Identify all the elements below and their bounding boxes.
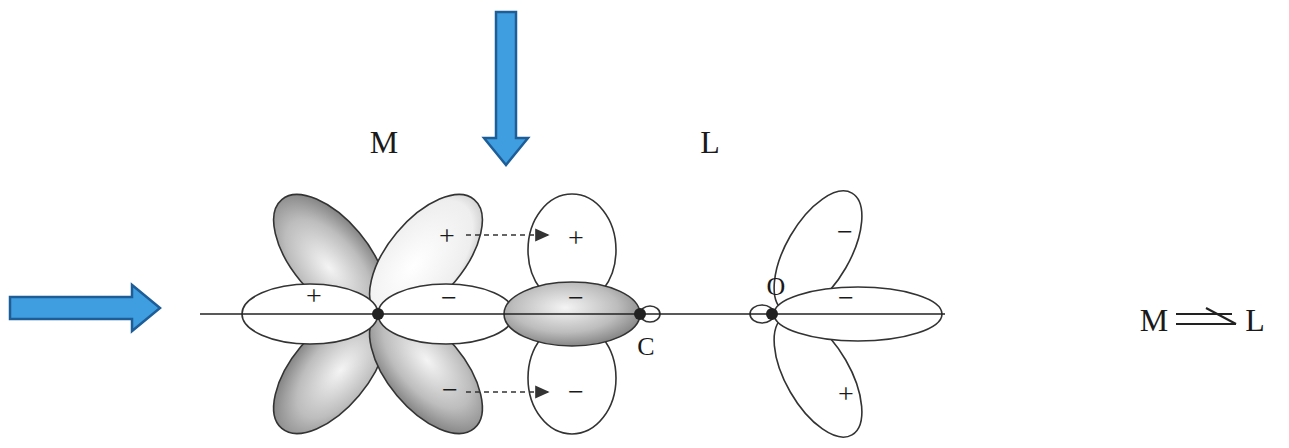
carbon-atom [634,308,646,320]
atom-label: M [370,126,398,158]
oxygen-orbitals [750,177,942,448]
phase-sign: + [439,222,455,250]
metal-atom [372,308,384,320]
phase-sign: + [568,224,584,252]
phase-sign: − [838,284,854,312]
pointer-arrow [10,285,160,331]
phase-sign: − [441,284,457,312]
phase-sign: + [838,380,854,408]
phase-sign: − [837,218,853,246]
atom-label: O [767,274,786,300]
bond-axis [200,313,945,315]
bond-symbol-label: L [1245,304,1265,336]
bond-symbol [1176,308,1236,324]
back-donation-arrow [466,391,548,393]
bond-symbol-label: M [1140,304,1168,336]
pointer-arrow [484,12,528,165]
atom-label: L [700,126,720,158]
back-donation-arrow [466,234,548,236]
atom-label: C [637,334,654,360]
oxygen-atom [766,308,778,320]
phase-sign: − [568,378,584,406]
phase-sign: − [442,376,458,404]
phase-sign: − [568,284,584,312]
phase-sign: + [306,282,322,310]
metal-d-orbital [242,175,514,448]
